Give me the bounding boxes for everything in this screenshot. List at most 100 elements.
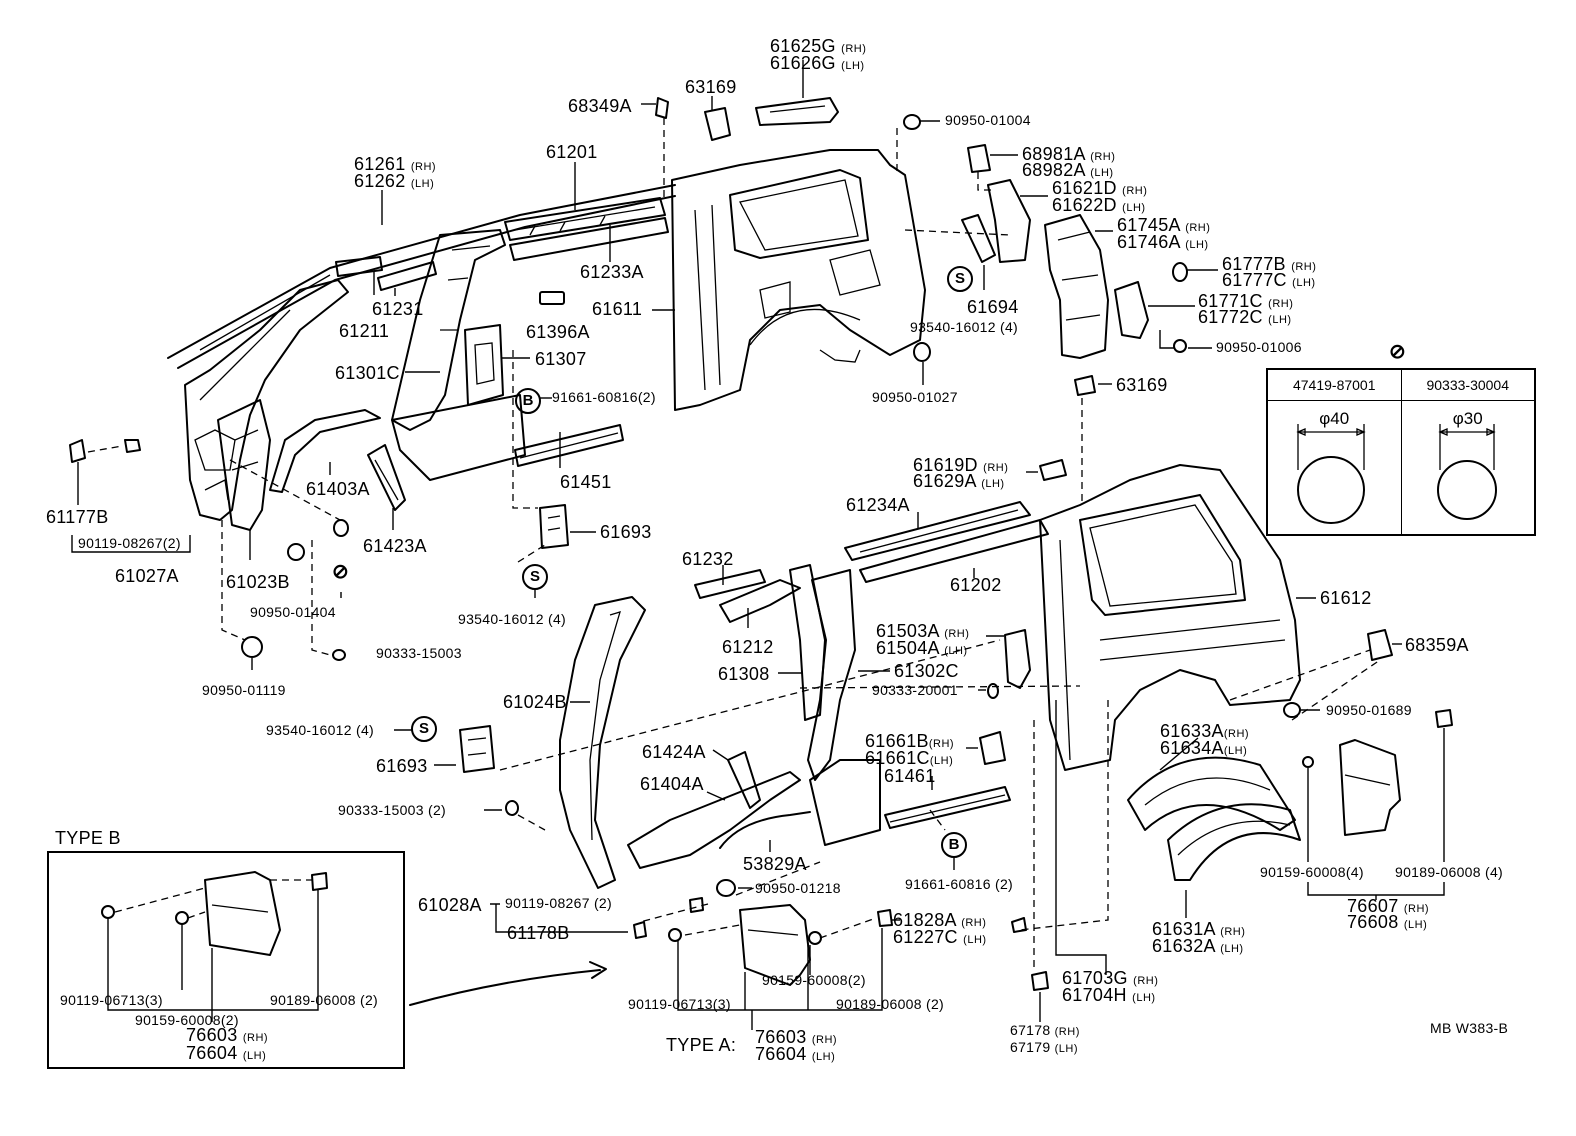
label-type-b-76604[interactable]: 76604 (LH)	[186, 1043, 267, 1063]
bracket-63169-top[interactable]	[704, 107, 731, 141]
label-61704H[interactable]: 61704H (LH)	[1062, 985, 1156, 1005]
bracket-68349A[interactable]	[655, 97, 669, 119]
label-91661-60816-a[interactable]: 91661-60816(2)	[552, 389, 656, 405]
label-63169-mid[interactable]: 63169	[1116, 375, 1168, 395]
label-68982A[interactable]: 68982A (LH)	[1022, 160, 1114, 180]
label-90189-06008-4[interactable]: 90189-06008 (4)	[1395, 864, 1504, 880]
front-pillar-61027A[interactable]	[184, 279, 349, 521]
label-61177B[interactable]: 61177B	[46, 507, 109, 527]
front-pillar-61024B[interactable]	[559, 596, 646, 889]
label-90333-15003[interactable]: 90333-15003	[376, 645, 462, 661]
plate-61693-upper[interactable]	[539, 504, 569, 549]
label-61308[interactable]: 61308	[718, 664, 770, 684]
quarter-panel-61611[interactable]	[671, 149, 926, 411]
pillar-61308[interactable]	[789, 564, 826, 721]
label-61231[interactable]: 61231	[372, 299, 424, 319]
label-90950-01119[interactable]: 90950-01119	[202, 682, 286, 698]
trim-61211[interactable]	[335, 256, 383, 277]
screw-90119-08267[interactable]	[124, 439, 141, 453]
clip-61619D[interactable]	[1039, 459, 1067, 481]
grommet-90950-01006[interactable]	[1173, 339, 1187, 353]
label-61777B[interactable]: 61777B (RH)	[1222, 254, 1317, 274]
label-93540-16012-a[interactable]: 93540-16012 (4)	[910, 319, 1019, 335]
label-68359A[interactable]: 68359A	[1405, 635, 1469, 655]
label-61302C[interactable]: 61302C	[894, 661, 959, 681]
label-61777C[interactable]: 61777C (LH)	[1222, 270, 1316, 290]
label-61024B[interactable]: 61024B	[503, 692, 567, 712]
wheelhouse-61633A[interactable]	[1127, 756, 1296, 831]
clip-61625G[interactable]	[755, 97, 839, 126]
pillar-61745A[interactable]	[1044, 214, 1109, 359]
label-90950-01689[interactable]: 90950-01689	[1326, 702, 1412, 718]
grommet-90950-01119[interactable]	[241, 636, 263, 658]
label-61232[interactable]: 61232	[682, 549, 734, 569]
label-61202[interactable]: 61202	[950, 575, 1002, 595]
label-61625G[interactable]: 61625G (RH)	[770, 36, 867, 56]
label-61262[interactable]: 61262 (LH)	[354, 171, 435, 191]
label-61211[interactable]: 61211	[339, 321, 390, 341]
label-63169-top[interactable]: 63169	[685, 77, 737, 97]
label-61234A[interactable]: 61234A	[846, 495, 910, 515]
label-61396A[interactable]: 61396A	[526, 322, 590, 342]
label-61611[interactable]: 61611	[592, 299, 643, 319]
label-61661B[interactable]: 61661B(RH)	[865, 731, 955, 751]
label-67178[interactable]: 67178 (RH)	[1010, 1022, 1080, 1039]
grommet-61777B[interactable]	[1172, 262, 1188, 282]
label-61634A[interactable]: 61634A(LH)	[1160, 738, 1248, 758]
clip-67178[interactable]	[1031, 971, 1049, 991]
label-type-a-90159[interactable]: 90159-60008(2)	[762, 972, 866, 988]
bracket-68981A[interactable]	[967, 144, 991, 173]
label-61632A[interactable]: 61632A (LH)	[1152, 936, 1244, 956]
label-93540-16012-b[interactable]: 93540-16012 (4)	[458, 611, 567, 627]
label-61404A[interactable]: 61404A	[640, 774, 704, 794]
label-type-b-76603[interactable]: 76603 (RH)	[186, 1025, 269, 1045]
label-61619D[interactable]: 61619D (RH)	[913, 455, 1009, 475]
clip-61828A[interactable]	[877, 909, 893, 927]
label-93540-16012-c[interactable]: 93540-16012 (4)	[266, 722, 375, 738]
label-68981A[interactable]: 68981A (RH)	[1022, 144, 1116, 164]
label-76607[interactable]: 76607 (RH)	[1347, 896, 1430, 916]
bracket-61621D[interactable]	[987, 179, 1031, 263]
wheel-arch-61403A[interactable]	[269, 409, 381, 493]
label-91661-60816-b[interactable]: 91661-60816 (2)	[905, 876, 1014, 892]
label-61301C[interactable]: 61301C	[335, 363, 400, 383]
plate-61396A[interactable]	[539, 291, 565, 305]
bracket-61661B[interactable]	[979, 731, 1006, 765]
bracket-61503A[interactable]	[1004, 629, 1031, 689]
seal-53829A[interactable]	[719, 811, 811, 849]
label-61633A[interactable]: 61633A(RH)	[1160, 721, 1250, 741]
label-61828A[interactable]: 61828A (RH)	[893, 910, 987, 930]
label-61212[interactable]: 61212	[722, 637, 774, 657]
label-61772C[interactable]: 61772C (LH)	[1198, 307, 1292, 327]
label-61028A[interactable]: 61028A	[418, 895, 482, 915]
label-61771C[interactable]: 61771C (RH)	[1198, 291, 1294, 311]
bracket-63169-mid[interactable]	[1074, 375, 1096, 396]
label-90950-01004[interactable]: 90950-01004	[945, 112, 1031, 128]
label-61227C[interactable]: 61227C (LH)	[893, 927, 987, 947]
label-type-a-76604[interactable]: 76604 (LH)	[755, 1044, 836, 1064]
center-pillar-61301C[interactable]	[391, 229, 506, 431]
label-61503A[interactable]: 61503A (RH)	[876, 621, 970, 641]
bracket-61694[interactable]	[961, 214, 996, 263]
pillar-61212[interactable]	[719, 579, 801, 623]
bracket-61423A[interactable]	[367, 444, 406, 511]
label-61693-lower[interactable]: 61693	[376, 756, 428, 776]
clip-61703G[interactable]	[1011, 917, 1027, 933]
label-61746A[interactable]: 61746A (LH)	[1117, 232, 1209, 252]
grommet-90950-01027[interactable]	[913, 342, 931, 362]
lower-panel-61302C[interactable]	[809, 759, 881, 846]
label-61233A[interactable]: 61233A	[580, 262, 644, 282]
wheel-arch-61404A[interactable]	[627, 771, 801, 869]
pillar-61307[interactable]	[464, 324, 504, 406]
label-90159-60008-4[interactable]: 90159-60008(4)	[1260, 864, 1364, 880]
label-61403A[interactable]: 61403A	[306, 479, 370, 499]
lower-panel-left[interactable]	[391, 394, 526, 481]
grommet-90333-15003[interactable]	[332, 649, 346, 661]
label-53829A[interactable]: 53829A	[743, 854, 807, 874]
label-67179[interactable]: 67179 (LH)	[1010, 1039, 1079, 1056]
label-type-b-90189[interactable]: 90189-06008 (2)	[270, 992, 379, 1008]
plate-61693-lower[interactable]	[459, 725, 495, 773]
roof-rail-61234A[interactable]	[844, 501, 1031, 561]
label-61626G[interactable]: 61626G (LH)	[770, 53, 865, 73]
label-61694[interactable]: 61694	[967, 297, 1019, 317]
